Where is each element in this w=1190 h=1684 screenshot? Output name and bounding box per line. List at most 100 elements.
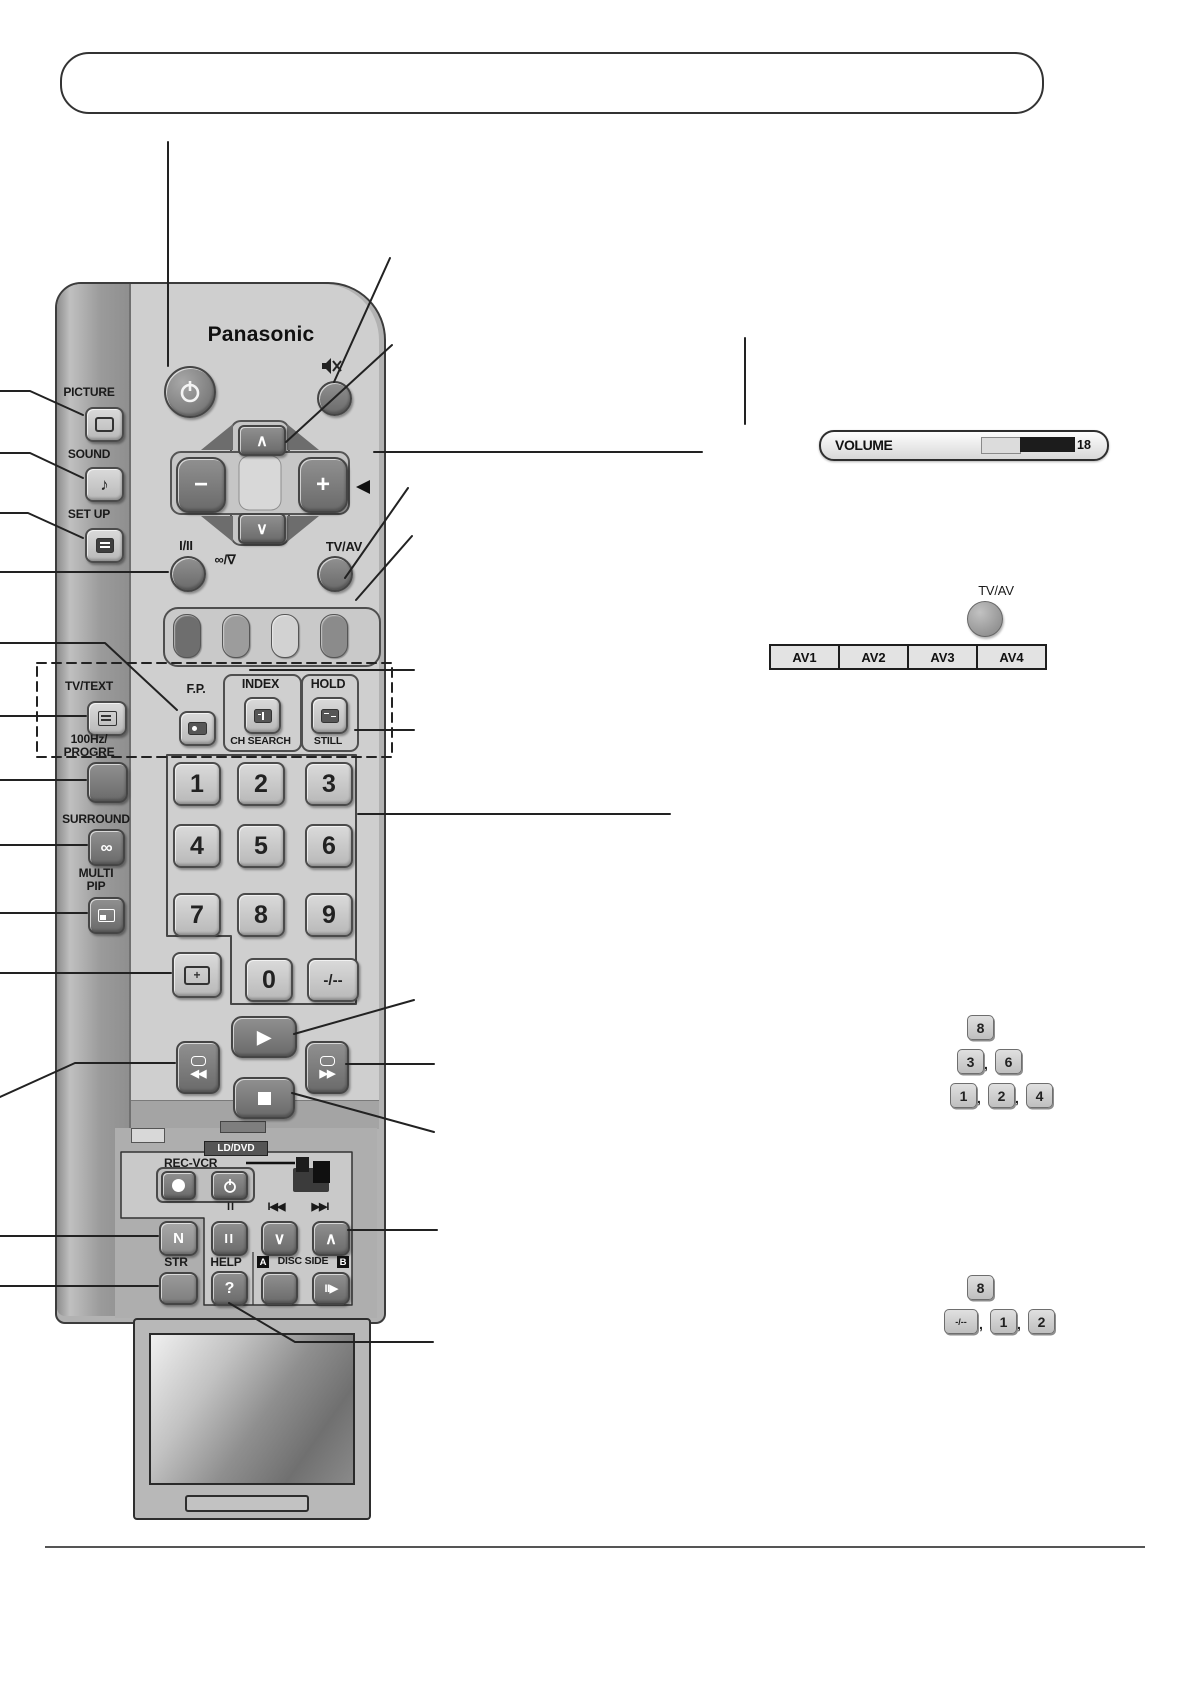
sound-label: SOUND: [67, 447, 111, 461]
separator-comma: ,: [1015, 1090, 1019, 1106]
surround-button: ∞: [88, 829, 125, 866]
channel-plus-icon: +: [184, 965, 210, 985]
disc-side-a-badge: A: [257, 1256, 269, 1268]
i-ii-label: I/II: [179, 538, 193, 553]
play-icon: ▶: [257, 1026, 271, 1047]
setup-button: [85, 528, 124, 563]
digit-0-button: 0: [245, 958, 293, 1002]
av-cell-av4: AV4: [976, 644, 1047, 670]
ld-dvd-tag-text: LD/DVD: [217, 1143, 255, 1154]
disc-side-b-badge: B: [337, 1256, 349, 1268]
stop-button: [233, 1077, 295, 1119]
volume-osd-gauge-empty: [981, 437, 1021, 454]
separator-comma: ,: [1017, 1316, 1021, 1332]
multi-pip-button: [88, 897, 125, 934]
volume-minus-button: −: [176, 457, 226, 513]
channel-plus-glyph: +: [193, 968, 201, 982]
latch-left: [131, 1128, 165, 1143]
av1-text: AV1: [792, 649, 817, 665]
still-label: STILL: [313, 735, 343, 747]
fast-forward-loop-icon: [319, 1055, 335, 1066]
skip-down-glyph: ∨: [273, 1230, 286, 1248]
inline-key-3-text: 3: [966, 1053, 975, 1070]
mode-switch-knob-left: [296, 1157, 309, 1172]
vcr-power-icon: [223, 1178, 236, 1193]
inline-key-3: 3: [957, 1049, 984, 1074]
digit-9-button: 9: [305, 893, 353, 937]
fp-icon: [188, 722, 207, 735]
inline-key-4: 4: [1026, 1083, 1053, 1108]
inline-key-4-text: 4: [1035, 1087, 1044, 1104]
ch-search-label: CH SEARCH: [230, 735, 291, 747]
setup-menu-icon: [95, 538, 114, 553]
ld-dvd-tag: LD/DVD: [204, 1141, 268, 1156]
rec-vcr-label: REC-VCR: [164, 1156, 218, 1170]
mode-switch-knob-right: [313, 1161, 330, 1183]
inline-key-dash: -/--: [944, 1309, 978, 1334]
rewind-icon: ◀◀: [190, 1067, 207, 1080]
deck-pause-button: II: [211, 1221, 248, 1256]
power-icon: [180, 381, 200, 403]
inline-key-2b-text: 2: [1037, 1313, 1046, 1330]
volume-osd-value: 18: [1077, 438, 1091, 452]
digit-6-glyph: 6: [322, 831, 336, 860]
fp-button: [179, 711, 216, 746]
picture-button: [85, 407, 124, 442]
red-button: [173, 614, 201, 658]
volume-plus-button: +: [298, 457, 348, 513]
av-cell-av3: AV3: [907, 644, 978, 670]
fast-forward-button: ▶▶: [305, 1041, 349, 1094]
tvav-demo-label: TV/AV: [978, 583, 1014, 598]
help-label: HELP: [210, 1255, 242, 1269]
digit-8-glyph: 8: [254, 900, 268, 929]
program-down-glyph: ∨: [256, 520, 268, 538]
inline-key-2: 2: [988, 1083, 1015, 1108]
fast-forward-icon: ▶▶: [319, 1067, 336, 1080]
rewind-loop-icon: [190, 1055, 206, 1066]
str-label: STR: [164, 1255, 188, 1269]
program-up-glyph: ∧: [256, 432, 268, 450]
inline-key-1b-text: 1: [999, 1313, 1008, 1330]
av-source-table: AV1 AV2 AV3 AV4: [769, 644, 1047, 670]
flip-lid-tab: [185, 1495, 309, 1512]
cd-mark-label: ∞/∇: [214, 552, 236, 567]
green-button: [222, 614, 250, 658]
digit-5-glyph: 5: [254, 831, 268, 860]
digit-4-glyph: 4: [190, 831, 204, 860]
inline-key-6: 6: [995, 1049, 1022, 1074]
i-ii-button: [170, 556, 206, 592]
normalise-glyph: N: [173, 1230, 184, 1247]
inline-key-2b: 2: [1028, 1309, 1055, 1334]
sound-button: ♪: [85, 467, 124, 502]
power-button: [164, 366, 216, 418]
slow-step-button: II▶: [312, 1272, 350, 1305]
index-button: [244, 697, 281, 734]
digit-0-glyph: 0: [262, 965, 276, 994]
teletext-icon: [97, 711, 117, 726]
title-banner: [60, 52, 1044, 114]
disc-side-a-text: A: [259, 1256, 267, 1268]
av-cell-av1: AV1: [769, 644, 840, 670]
inline-key-dash-text: -/--: [955, 1316, 967, 1327]
tvav-label: TV/AV: [325, 539, 363, 554]
separator-comma: ,: [977, 1090, 981, 1106]
volume-plus-glyph: +: [315, 471, 330, 498]
separator-comma: ,: [979, 1316, 983, 1332]
multi-pip-label-line2: PIP: [86, 879, 106, 893]
inline-key-8: 8: [967, 1015, 994, 1040]
disc-side-label: DISC SIDE: [277, 1255, 329, 1267]
hold-label: HOLD: [310, 677, 346, 691]
inline-key-8b-text: 8: [976, 1279, 985, 1296]
100hz-label-line1: 100Hz/: [70, 732, 108, 746]
disc-side-a-button: [261, 1272, 298, 1305]
setup-label: SET UP: [67, 507, 111, 521]
volume-minus-glyph: −: [193, 471, 208, 498]
digit-4-button: 4: [173, 824, 221, 868]
digit-8-button: 8: [237, 893, 285, 937]
mute-icon: [321, 357, 343, 380]
fp-label: F.P.: [186, 682, 206, 696]
av4-text: AV4: [999, 649, 1024, 665]
volume-osd-gauge-fill: [1020, 437, 1075, 452]
skip-forward-glyph-label: ▶▶I: [311, 1201, 330, 1213]
